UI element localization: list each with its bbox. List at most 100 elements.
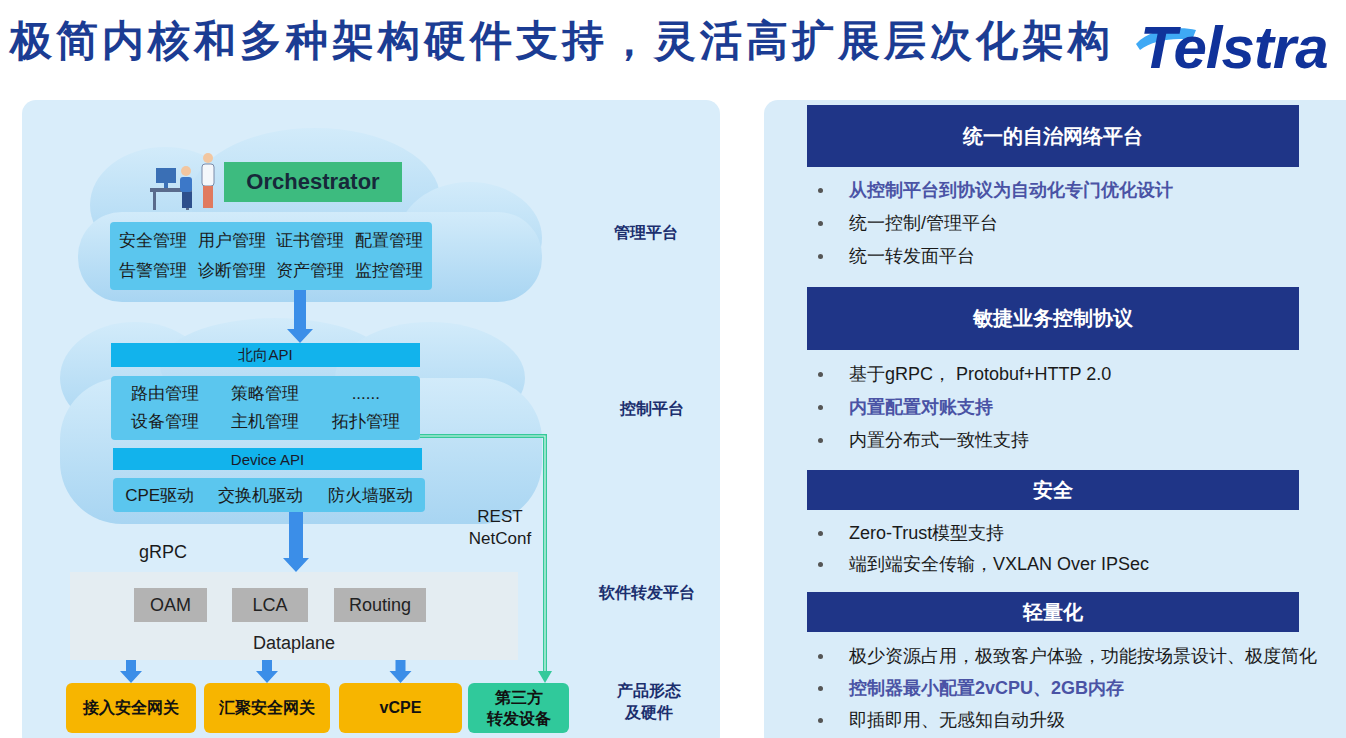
node-text: 交换机驱动 (218, 484, 303, 507)
node-text: 安全 (1033, 477, 1073, 504)
node-text: OAM (150, 595, 191, 616)
link-line (420, 436, 545, 673)
desk-leg (153, 192, 156, 210)
dataplane-box: Dataplane OAM LCA Routing (70, 572, 518, 660)
node-text: 监控管理 (355, 260, 423, 282)
bullet-dot (818, 686, 823, 691)
person-body (180, 177, 192, 192)
person-legs (203, 186, 213, 208)
bullet-text: 统一控制/管理平台 (849, 212, 998, 234)
node-text: 证书管理 (276, 230, 344, 252)
node-text: Dataplane (70, 633, 518, 654)
node-text: Orchestrator (246, 169, 379, 195)
node-text: 拓扑管理 (332, 412, 400, 432)
node-text: 汇聚安全网关 (219, 698, 315, 719)
bullet-text: 统一转发面平台 (849, 245, 975, 267)
node-text: 第三方 转发设备 (476, 687, 561, 729)
layer-label: 软件转发平台 (599, 582, 695, 604)
node-text: 主机管理 (231, 412, 299, 432)
bullet-text: 从控制平台到协议为自动化专门优化设计 (849, 179, 1173, 201)
node-text: Device API (231, 451, 304, 468)
node-text: 诊断管理 (198, 260, 266, 282)
section-header: 轻量化 (807, 592, 1299, 632)
bullet-dot (818, 372, 823, 377)
left-panel (22, 100, 720, 738)
node-text: 安全管理 (119, 230, 187, 252)
bullet-dot (818, 405, 823, 410)
bullet-text: 极少资源占用，极致客户体验，功能按场景设计、极度简化 (849, 645, 1317, 667)
bullet-text: 内置分布式一致性支持 (849, 429, 1029, 451)
bullet-text: 控制器最小配置2vCPU、2GB内存 (849, 677, 1124, 699)
flow-arrow (390, 660, 412, 683)
module-box: Routing (334, 588, 426, 622)
api-bar: Device API (113, 448, 422, 470)
node-text: LCA (252, 595, 287, 616)
link-line-core (420, 436, 545, 673)
bullet-dot (818, 562, 823, 567)
person-head (181, 166, 191, 176)
module-box: LCA (232, 588, 308, 622)
bullet-dot (818, 188, 823, 193)
bullet-dot (818, 254, 823, 259)
config-link (420, 436, 552, 683)
monitor-stand (164, 183, 168, 188)
flow-arrow (256, 660, 278, 683)
orchestrator-box: Orchestrator (224, 162, 402, 202)
control-cloud (60, 318, 542, 524)
node-text: 敏捷业务控制协议 (973, 305, 1133, 332)
node-text: vCPE (380, 699, 422, 717)
node-text: 接入安全网关 (83, 698, 179, 719)
person-legs (182, 192, 192, 208)
bullet-text: 即插即用、无感知自动升级 (849, 709, 1065, 731)
node-text: 轻量化 (1023, 599, 1083, 626)
flow-arrow (120, 660, 142, 683)
right-panel (764, 100, 1346, 738)
person-head (203, 153, 213, 163)
flow-arrow (283, 512, 309, 572)
node-text: 告警管理 (119, 260, 187, 282)
operator-illustration (150, 153, 214, 210)
node-text: 路由管理 (131, 384, 199, 404)
section-header: 统一的自治网络平台 (807, 105, 1299, 167)
bullet-text: 基于gRPC， Protobuf+HTTP 2.0 (849, 363, 1111, 385)
management-functions-box: 安全管理用户管理证书管理配置管理告警管理诊断管理资产管理监控管理 (110, 222, 432, 290)
layer-label: 控制平台 (620, 398, 684, 420)
product-box: 第三方 转发设备 (468, 683, 569, 733)
layer-label: 管理平台 (614, 222, 678, 244)
node-text: 设备管理 (131, 412, 199, 432)
product-box: 汇聚安全网关 (204, 683, 330, 733)
monitor (156, 168, 176, 183)
bullet-dot (818, 438, 823, 443)
node-text: 资产管理 (276, 260, 344, 282)
bullet-text: 端到端安全传输，VXLAN Over IPSec (849, 553, 1149, 575)
module-box: OAM (134, 588, 207, 622)
layer-label: 产品形态 及硬件 (606, 680, 692, 724)
protocol-label: REST NetConf (460, 506, 540, 550)
driver-box: CPE驱动 交换机驱动 防火墙驱动 (113, 478, 425, 512)
node-text: ...... (332, 384, 400, 404)
bullet-text: 内置配置对账支持 (849, 396, 993, 418)
node-text: 用户管理 (198, 230, 266, 252)
node-text: 防火墙驱动 (328, 484, 413, 507)
cloud-base (78, 212, 542, 302)
section-header: 敏捷业务控制协议 (807, 287, 1299, 350)
management-cloud (78, 128, 542, 302)
cloud-lobe (190, 128, 440, 268)
person-body (202, 164, 214, 186)
node-text: CPE驱动 (125, 484, 194, 507)
flow-arrow (287, 290, 313, 343)
api-bar: 北向API (111, 343, 420, 367)
diagram-title: 极简内核和多种架构硬件支持，灵活高扩展层次化架构 (10, 16, 1114, 66)
company-logo: Telstra (1140, 18, 1328, 78)
node-text: 配置管理 (355, 230, 423, 252)
protocol-label: gRPC (133, 540, 193, 564)
bullet-dot (818, 718, 823, 723)
node-text: Routing (349, 595, 411, 616)
bullet-dot (818, 531, 823, 536)
bullet-dot (818, 221, 823, 226)
bullet-dot (818, 654, 823, 659)
node-text: 策略管理 (231, 384, 299, 404)
product-box: 接入安全网关 (66, 683, 196, 733)
